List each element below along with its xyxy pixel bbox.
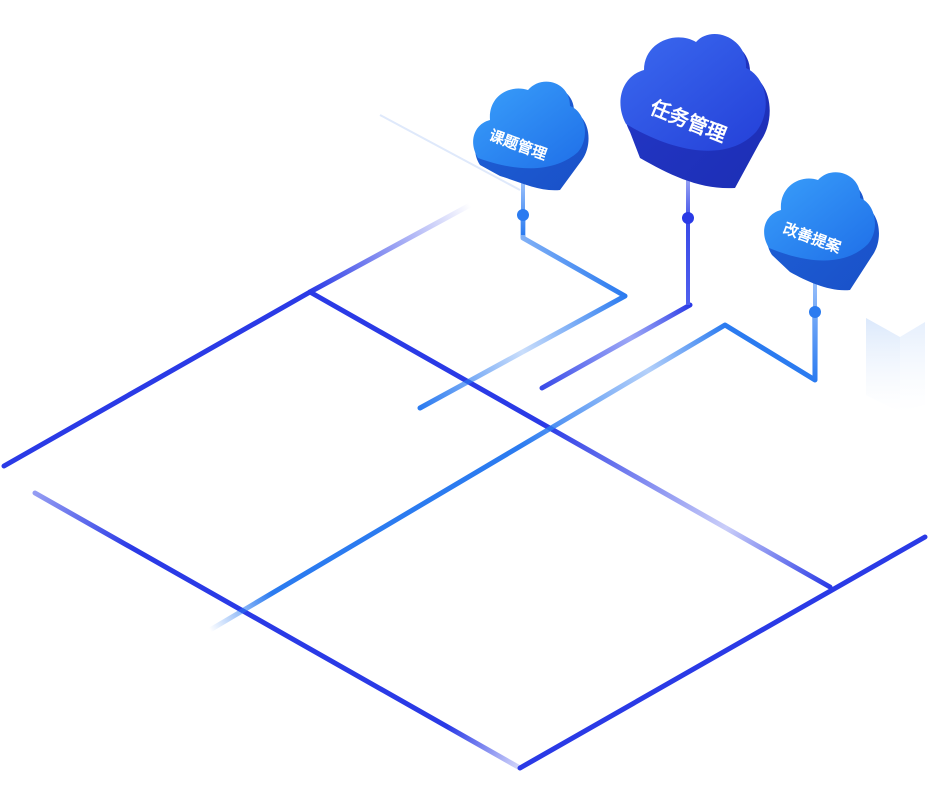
cloud-proposal[interactable]: 改善提案 — [764, 172, 879, 291]
proposal-node-dot — [809, 306, 821, 318]
grid-line-top-left — [1, 289, 313, 469]
ghost-block-decoration — [866, 318, 925, 412]
connector-topic — [417, 212, 628, 411]
grid-line-bottom-right — [517, 534, 928, 771]
cloud-topic-management[interactable]: 课题管理 — [473, 81, 589, 191]
cloud-task-management[interactable]: 任务管理 — [620, 34, 770, 189]
task-node-dot — [682, 212, 694, 224]
connector-task — [539, 302, 693, 391]
grid-line-middle — [307, 289, 833, 590]
topic-node-dot — [517, 209, 529, 221]
faint-guide-line — [379, 114, 521, 191]
cloud-stems — [517, 165, 821, 380]
grid-line-top-left-fade — [307, 202, 473, 295]
grid-lines — [1, 202, 928, 771]
grid-line-left — [32, 490, 523, 771]
